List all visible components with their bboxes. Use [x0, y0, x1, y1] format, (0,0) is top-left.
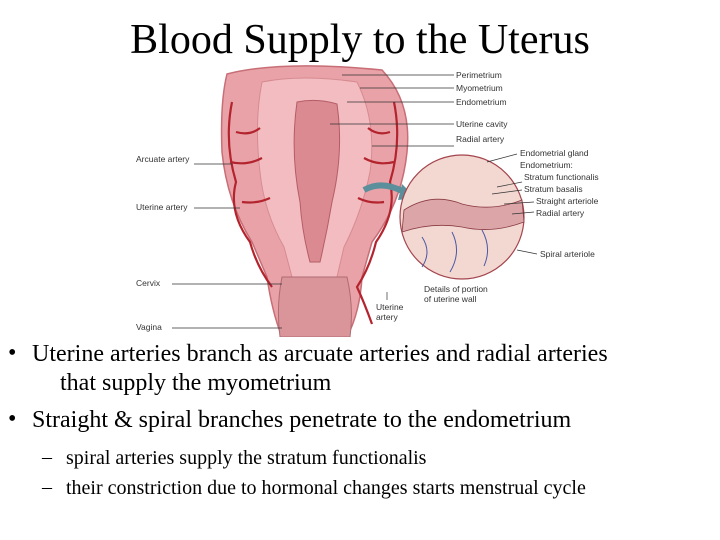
slide-title: Blood Supply to the Uterus [130, 17, 590, 63]
label-inset-radial-artery: Radial artery [536, 208, 585, 218]
label-endometrium: Endometrium [456, 97, 507, 107]
uterus-illustration: Perimetrium Myometrium Endometrium Uteri… [132, 62, 612, 337]
label-spiral-arteriole: Spiral arteriole [540, 249, 595, 259]
inset-vessels [421, 229, 488, 273]
label-endometrium-heading: Endometrium: [520, 160, 573, 170]
bullet-1-line-1: Uterine arteries branch as arcuate arter… [32, 341, 608, 367]
caption-uterine-line1: Uterine [376, 302, 404, 312]
label-straight-arteriole: Straight arteriole [536, 196, 599, 206]
label-endometrial-gland: Endometrial gland [520, 148, 589, 158]
bullet-1-line-2: that supply the myometrium [60, 370, 332, 396]
uterus-diagram-graphic [172, 65, 538, 337]
label-vagina: Vagina [136, 322, 162, 332]
label-uterine-artery: Uterine artery [136, 202, 188, 212]
label-radial-artery: Radial artery [456, 134, 505, 144]
caption-details-line2: of uterine wall [424, 294, 477, 304]
label-stratum-functionalis: Stratum functionalis [524, 172, 599, 182]
sub-bullet-marker-1: – [42, 446, 52, 468]
label-uterine-cavity: Uterine cavity [456, 119, 508, 129]
bullet-marker-1: • [8, 340, 17, 366]
uterine-cavity [293, 99, 341, 263]
cervix-vagina [277, 276, 352, 337]
arteries [227, 101, 399, 325]
caption-details-line1: Details of portion [424, 284, 488, 294]
bullet-2-line-1: Straight & spiral branches penetrate to … [32, 407, 572, 433]
label-perimetrium: Perimetrium [456, 70, 502, 80]
caption-uterine-line2: artery [376, 312, 398, 322]
sub-bullet-marker-2: – [42, 476, 52, 498]
label-myometrium: Myometrium [456, 83, 503, 93]
leader-lines [172, 74, 454, 329]
sub-bullet-1: spiral arteries supply the stratum funct… [66, 447, 427, 469]
inset-endometrium [401, 198, 525, 233]
label-cervix: Cervix [136, 278, 161, 288]
detail-arrow [362, 182, 406, 195]
bullet-marker-2: • [8, 406, 17, 432]
sub-bullet-2: their constriction due to hormonal chang… [66, 477, 586, 499]
label-arcuate-artery: Arcuate artery [136, 154, 190, 164]
label-stratum-basalis: Stratum basalis [524, 184, 583, 194]
